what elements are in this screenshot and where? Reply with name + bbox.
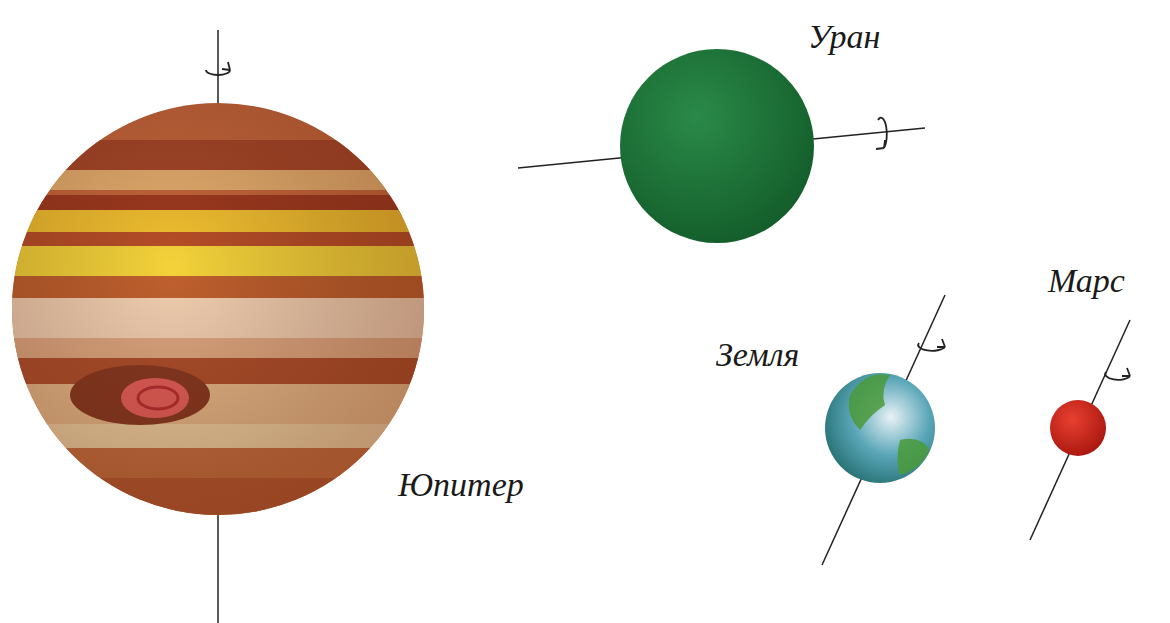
- earth: [825, 373, 935, 483]
- mars: [1050, 400, 1106, 456]
- jupiter: [0, 100, 430, 528]
- uranus: [620, 49, 814, 243]
- rotation-axis: [1030, 320, 1130, 540]
- planet-name: Уран: [808, 18, 880, 55]
- planet-name: Юпитер: [398, 466, 524, 503]
- planet-name: Земля: [716, 336, 799, 373]
- planet-name: Марс: [1048, 262, 1125, 299]
- rotation-axis: [822, 295, 945, 565]
